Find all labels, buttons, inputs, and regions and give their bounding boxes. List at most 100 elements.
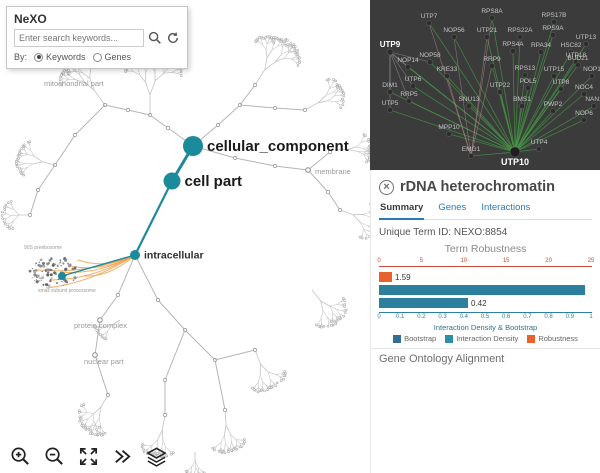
search-input[interactable] — [14, 29, 144, 47]
network-node-RPS22A[interactable] — [517, 34, 523, 40]
network-label-RPS4A: RPS4A — [502, 41, 524, 48]
tree-label-cell-part: cell part — [185, 173, 243, 190]
network-node-RPA34[interactable] — [538, 49, 544, 55]
network-node-POL5[interactable] — [525, 85, 531, 91]
network-node-SNU13[interactable] — [466, 103, 472, 109]
close-icon[interactable]: × — [379, 179, 394, 195]
network-label-RPS13: RPS13 — [515, 65, 536, 72]
network-node-UTP10[interactable] — [509, 146, 521, 158]
network-node-NOP58[interactable] — [427, 59, 433, 65]
bar-value: 1.59 — [395, 272, 411, 282]
radio-keywords-label: Keywords — [46, 52, 86, 62]
network-label-NOC4: NOC4 — [575, 84, 593, 91]
network-node-RRP9[interactable] — [489, 63, 495, 69]
network-label-RPS17B: RPS17B — [542, 12, 567, 19]
bottom-axis-tick: 0.1 — [396, 314, 405, 320]
network-node-DIM1[interactable] — [387, 89, 393, 95]
legend-robustness: Robustness — [527, 334, 578, 343]
network-node-UTP13[interactable] — [583, 41, 589, 47]
network-node-HSC82[interactable] — [568, 49, 574, 55]
network-node-RPS17B[interactable] — [551, 19, 557, 25]
top-axis-tick: 0 — [377, 258, 381, 264]
network-node-UTP4[interactable] — [536, 146, 542, 152]
network-node-BMS1[interactable] — [519, 103, 525, 109]
top-axis-tick: 25 — [587, 258, 595, 264]
reset-icon[interactable] — [166, 31, 180, 45]
legend-swatch — [527, 334, 536, 343]
network-node-NOC4[interactable] — [581, 91, 587, 97]
network-node-RPS8A[interactable] — [489, 15, 495, 21]
bottom-axis-tick: 0.9 — [565, 314, 574, 320]
bottom-axis-tick: 0 — [377, 314, 381, 320]
view-toolbar — [8, 444, 168, 468]
zoom-in-button[interactable] — [8, 444, 32, 468]
network-node-BUD21[interactable] — [575, 62, 581, 68]
network-label-HSC82: HSC82 — [561, 42, 582, 49]
highlight-path — [58, 136, 203, 280]
legend-label: Interaction Density — [456, 334, 519, 343]
go-alignment-heading: Gene Ontology Alignment — [379, 353, 600, 473]
tree-node-intracellular[interactable] — [130, 250, 140, 260]
tree-node-cluster[interactable] — [58, 272, 66, 280]
layers-button[interactable] — [144, 444, 168, 468]
bar-fill — [379, 285, 585, 295]
network-label-RRP5: RRP5 — [400, 91, 418, 98]
radio-genes[interactable]: Genes — [92, 52, 131, 62]
network-node-UTP9[interactable] — [386, 48, 394, 56]
tree-label-mitochondrial-part: mitochondrial part — [44, 79, 105, 88]
zoom-out-button[interactable] — [42, 444, 66, 468]
network-node-NOP56[interactable] — [451, 34, 457, 40]
tree-node-cellular_component[interactable] — [183, 136, 203, 156]
network-node-UTP15[interactable] — [551, 73, 557, 79]
search-icon[interactable] — [148, 31, 162, 45]
unique-term-label: Unique Term ID: — [379, 227, 452, 238]
network-label-BMS1: BMS1 — [513, 96, 531, 103]
network-node-RPS9A[interactable] — [550, 32, 556, 38]
network-label-UTP21: UTP21 — [477, 27, 498, 34]
network-node-RPS13[interactable] — [522, 72, 528, 78]
fit-to-screen-button[interactable] — [76, 444, 100, 468]
network-label-RPS8A: RPS8A — [481, 8, 503, 15]
network-node-UTP22[interactable] — [497, 89, 503, 95]
radio-genes-control[interactable] — [92, 52, 102, 62]
network-label-PWP2: PWP2 — [544, 101, 563, 108]
tab-genes[interactable]: Genes — [438, 202, 467, 213]
tab-interactions[interactable]: Interactions — [481, 202, 531, 213]
radio-keywords-control[interactable] — [34, 52, 44, 62]
robustness-bars: 1.59 0.42 — [379, 267, 592, 312]
network-node-UTP21[interactable] — [484, 34, 490, 40]
network-label-NOP1: NOP1 — [583, 66, 600, 73]
network-label-UTP9: UTP9 — [380, 40, 401, 49]
search-row — [14, 29, 180, 47]
network-node-NOP6[interactable] — [581, 117, 587, 123]
term-title: rDNA heterochromatin — [400, 179, 555, 195]
radio-keywords[interactable]: Keywords — [34, 52, 86, 62]
network-node-UTP5[interactable] — [387, 107, 393, 113]
legend-label: Robustness — [538, 334, 578, 343]
bar-value: 0.42 — [471, 298, 487, 308]
network-node-PWP2[interactable] — [550, 108, 556, 114]
network-node-NOP14[interactable] — [405, 64, 411, 70]
network-node-UTP6[interactable] — [410, 83, 416, 89]
network-node-RRP5[interactable] — [406, 98, 412, 104]
expand-levels-button[interactable] — [110, 444, 134, 468]
network-node-KRE33[interactable] — [444, 73, 450, 79]
top-axis-tick: 5 — [419, 258, 424, 264]
top-axis-tick: 10 — [460, 258, 468, 264]
network-node-UTP8[interactable] — [558, 86, 564, 92]
network-node-NOP1[interactable] — [589, 73, 595, 79]
network-node-EMG1[interactable] — [468, 153, 474, 159]
network-node-RPS4A[interactable] — [510, 48, 516, 54]
network-node-NAN1[interactable] — [591, 103, 597, 109]
tab-summary[interactable]: Summary — [379, 200, 425, 220]
network-node-UTP7[interactable] — [426, 20, 432, 26]
robustness-chart-title: Term Robustness — [444, 243, 527, 255]
network-node-MPP10[interactable] — [446, 131, 452, 137]
tree-node-cell-part[interactable] — [163, 172, 181, 190]
network-label-RPS22A: RPS22A — [508, 27, 534, 34]
